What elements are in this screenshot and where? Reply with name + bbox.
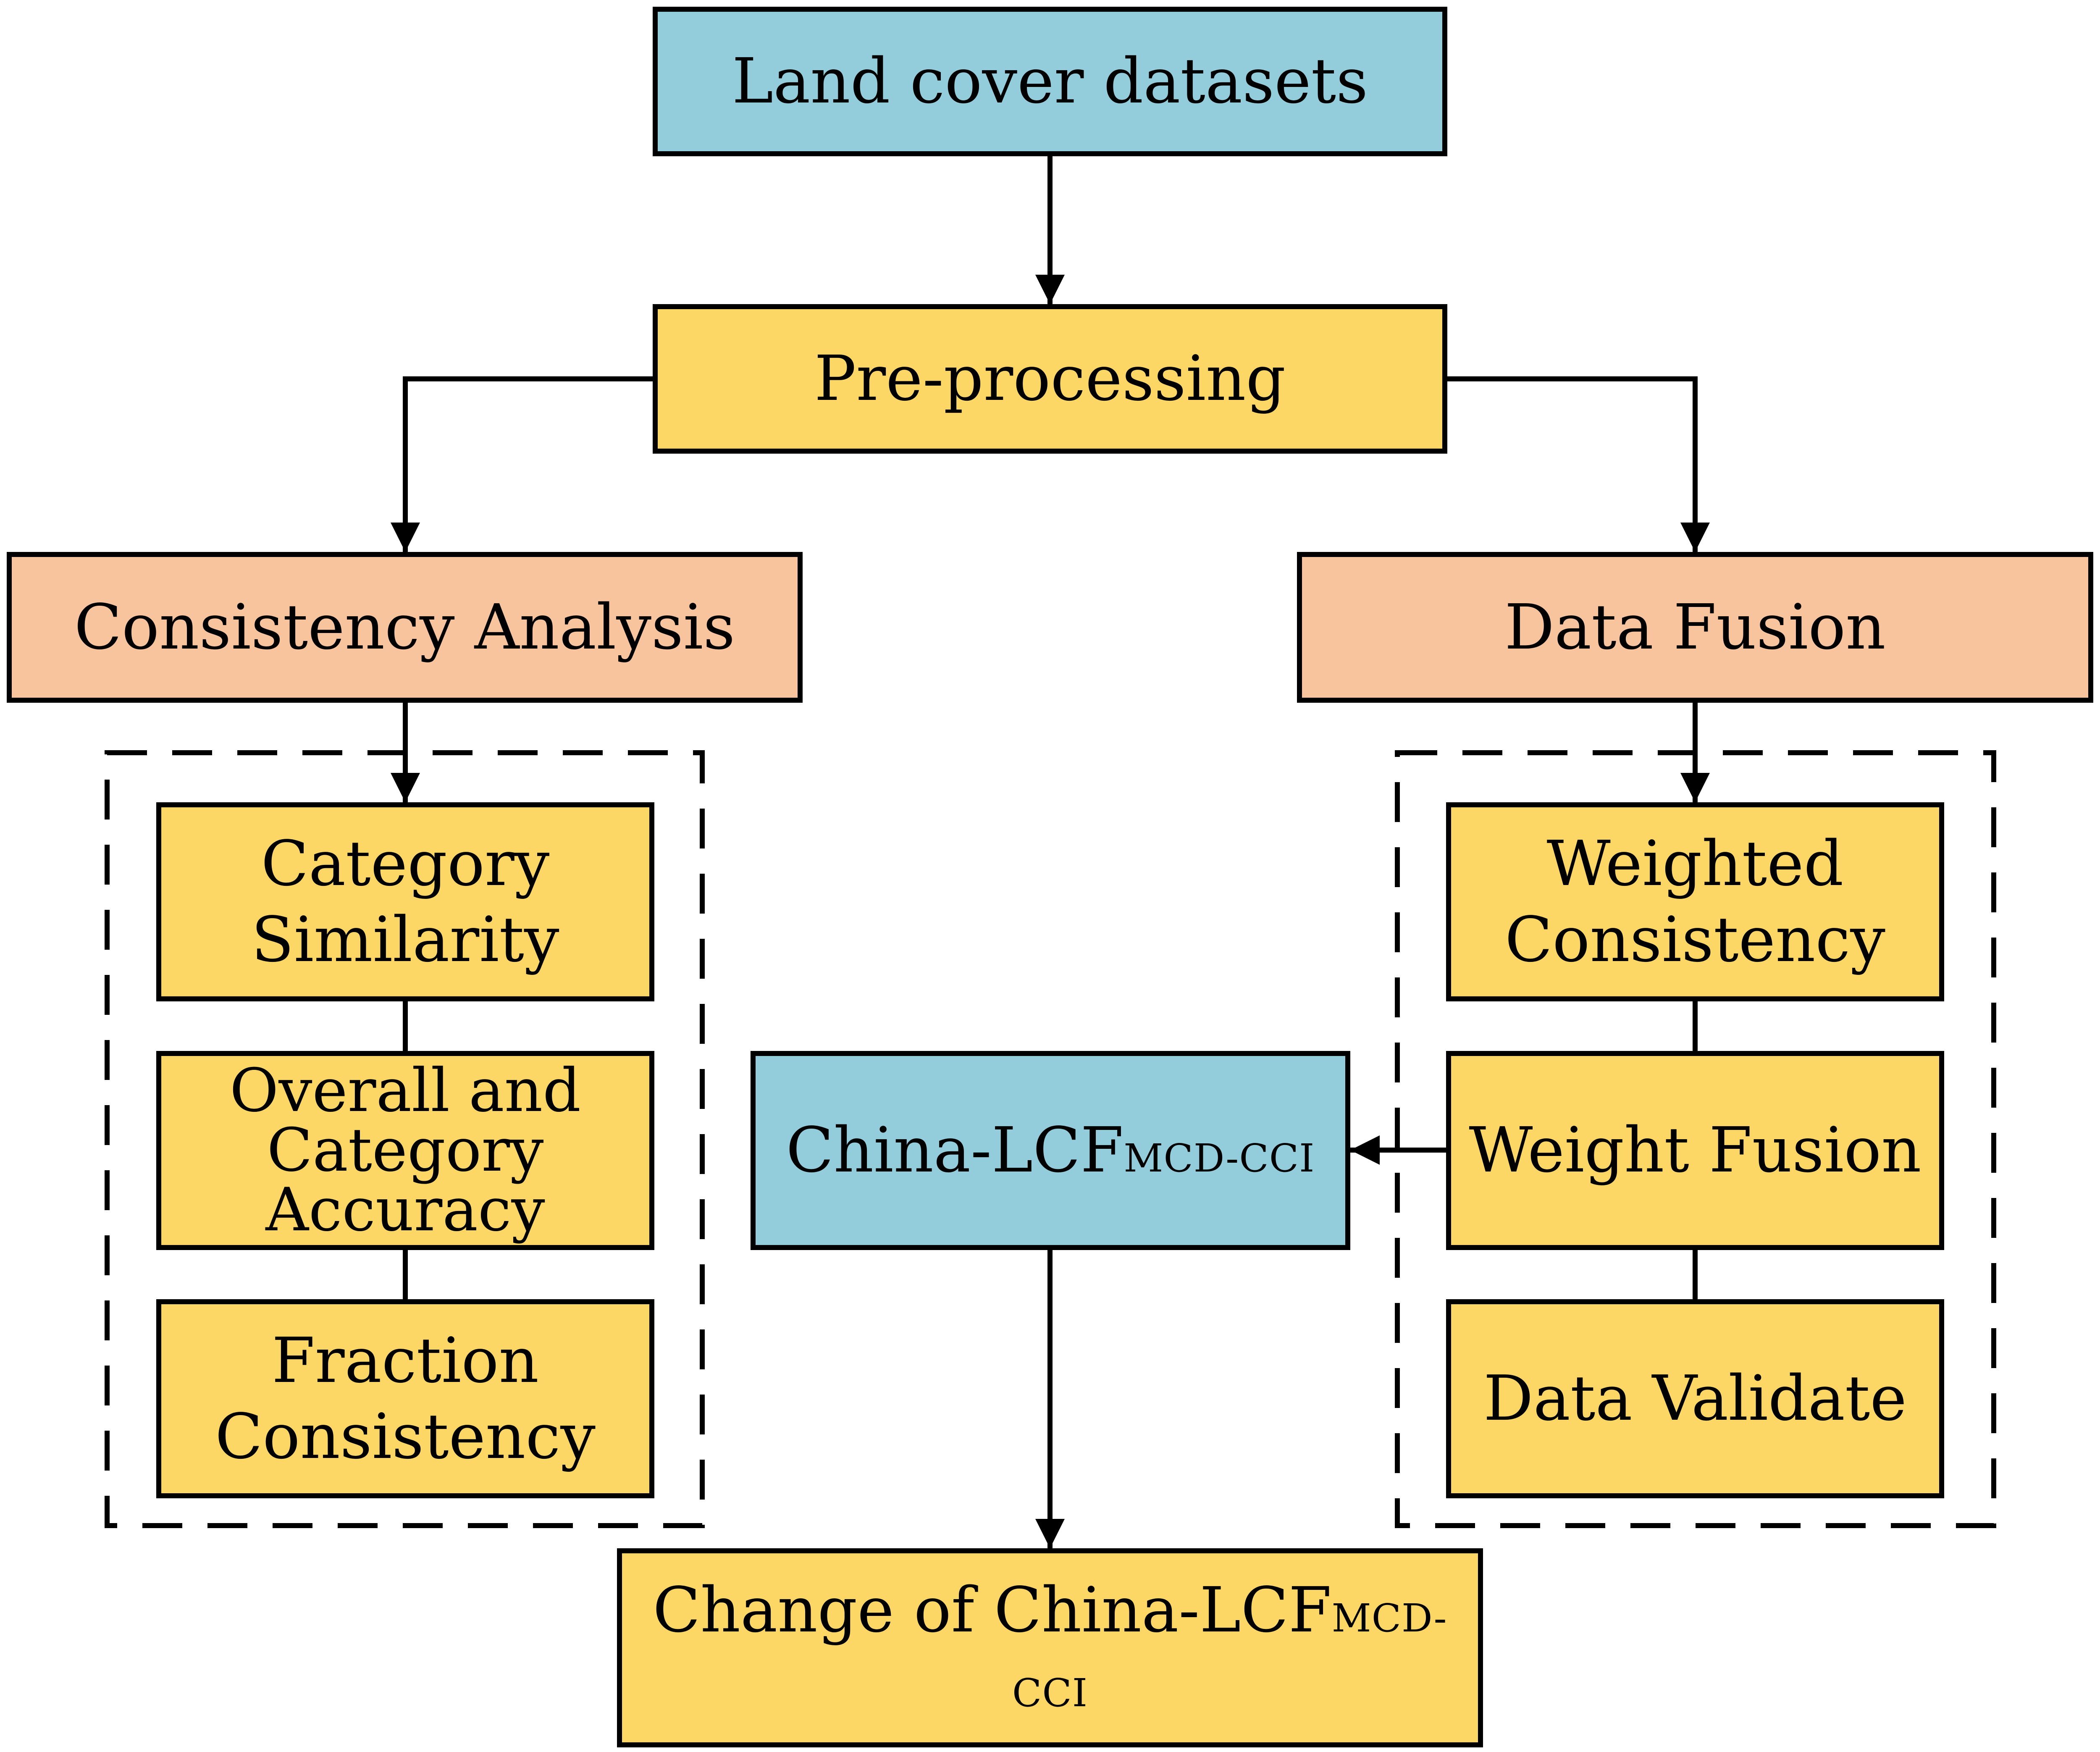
weighted-consistency-line1: Weighted	[1546, 827, 1844, 900]
arrow-preprocessing-to-fusion	[1447, 376, 1710, 552]
overall-accuracy-line1: Overall and	[229, 1056, 581, 1125]
category-similarity-line2: Similarity	[251, 904, 559, 976]
land-cover-datasets-label: Land cover datasets	[732, 45, 1368, 118]
data-fusion-label: Data Fusion	[1504, 591, 1886, 663]
china-lcf-label: China-LCFMCD-CCI	[786, 1113, 1315, 1188]
land-cover-datasets-box: Land cover datasets	[653, 7, 1447, 156]
data-validate-label: Data Validate	[1483, 1362, 1907, 1435]
change-china-lcf-label: Change of China-LCFMCD-CCI	[622, 1573, 1478, 1722]
weighted-consistency-label: Weighted Consistency	[1505, 826, 1885, 977]
overall-accuracy-line2: Category	[267, 1116, 544, 1185]
china-lcf-main: China-LCF	[786, 1114, 1124, 1187]
weighted-consistency-line2: Consistency	[1505, 904, 1885, 976]
overall-category-accuracy-box: Overall and Category Accuracy	[156, 1051, 654, 1250]
data-validate-box: Data Validate	[1446, 1299, 1944, 1498]
preprocessing-box: Pre-processing	[653, 304, 1447, 454]
change-china-lcf-subscript: MCD-CCI	[1012, 1596, 1447, 1715]
preprocessing-label: Pre-processing	[814, 342, 1286, 415]
weight-fusion-label: Weight Fusion	[1469, 1114, 1922, 1187]
weight-fusion-box: Weight Fusion	[1446, 1051, 1944, 1250]
consistency-analysis-label: Consistency Analysis	[74, 591, 735, 663]
fraction-consistency-label: Fraction Consistency	[215, 1323, 596, 1474]
data-fusion-box: Data Fusion	[1297, 552, 2093, 703]
fraction-consistency-line2: Consistency	[215, 1400, 596, 1473]
arrow-preprocessing-to-consistency	[391, 376, 653, 552]
china-lcf-subscript: MCD-CCI	[1124, 1136, 1315, 1181]
china-lcf-box: China-LCFMCD-CCI	[751, 1051, 1350, 1250]
overall-accuracy-line3: Accuracy	[265, 1175, 545, 1245]
category-similarity-line1: Category	[261, 827, 550, 900]
change-china-lcf-main: Change of China-LCF	[653, 1574, 1332, 1647]
overall-category-accuracy-label: Overall and Category Accuracy	[230, 1061, 581, 1240]
weighted-consistency-box: Weighted Consistency	[1446, 802, 1944, 1001]
fraction-consistency-line1: Fraction	[272, 1324, 539, 1397]
category-similarity-box: Category Similarity	[156, 802, 654, 1001]
consistency-analysis-box: Consistency Analysis	[7, 552, 803, 703]
fraction-consistency-box: Fraction Consistency	[156, 1299, 654, 1498]
category-similarity-label: Category Similarity	[251, 826, 559, 977]
change-china-lcf-box: Change of China-LCFMCD-CCI	[617, 1548, 1483, 1747]
